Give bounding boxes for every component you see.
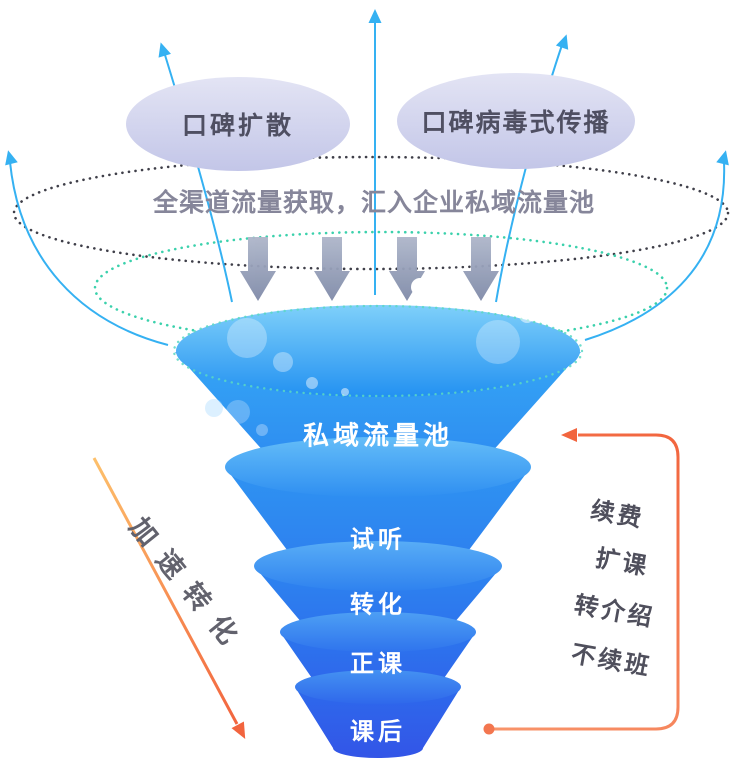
flow-line-upper-left: [164, 54, 233, 303]
flow-line-far-left: [9, 161, 169, 346]
word-of-mouth-left-bubble: [126, 77, 350, 171]
down-arrow-icon: [240, 237, 276, 301]
funnel-layer-3-rim: [254, 541, 502, 591]
bubble-dot: [347, 291, 357, 301]
funnel-layer-label-private-pool: 私域流量池: [302, 420, 454, 451]
bubble-left-label: 口碑扩散: [181, 112, 295, 140]
funnel-layer-2-rim: [225, 437, 531, 497]
far-left-arrowhead-icon: [5, 150, 18, 166]
center-up-arrowhead-icon: [368, 9, 382, 23]
channel-banner: 全渠道流量获取，汇入企业私域流量池: [152, 189, 596, 217]
funnel-layer-label-conversion: 转化: [350, 591, 406, 619]
feedback-start-dot: [483, 723, 495, 735]
down-arrow-icon: [314, 237, 350, 301]
funnel-layer-4-rim: [280, 612, 476, 652]
accelerate-arrow-line: [92, 457, 239, 725]
upper-left-arrowhead-icon: [158, 42, 171, 58]
funnel-layer-1-rim: [176, 305, 580, 397]
bubble-right-label: 口碑病毒式传播: [421, 109, 611, 137]
funnel-layer-label-course: 正课: [350, 650, 406, 678]
rim-dotted-ring: [172, 304, 584, 398]
teal-dotted-ring: [93, 230, 669, 346]
funnel-layer-5-body: [295, 687, 461, 758]
upper-right-arrowhead-icon: [555, 34, 569, 50]
funnel-layer-5-rim: [295, 670, 461, 704]
down-arrow-icon: [463, 237, 499, 301]
far-right-arrowhead-icon: [716, 150, 729, 166]
bubble-dot: [411, 278, 429, 296]
funnel-layer-label-trial: 试听: [350, 526, 406, 554]
word-of-mouth-right-bubble: [397, 73, 635, 169]
funnel-bubbles: [205, 295, 557, 436]
flow-line-far-right: [584, 161, 726, 341]
funnel-layer-label-after-class: 课后: [350, 718, 406, 746]
outer-dotted-ring: [12, 155, 730, 271]
feedback-arrowhead-icon: [561, 428, 577, 442]
accelerate-arrowhead-icon: [231, 721, 246, 739]
feedback-loop-line: [492, 433, 680, 731]
